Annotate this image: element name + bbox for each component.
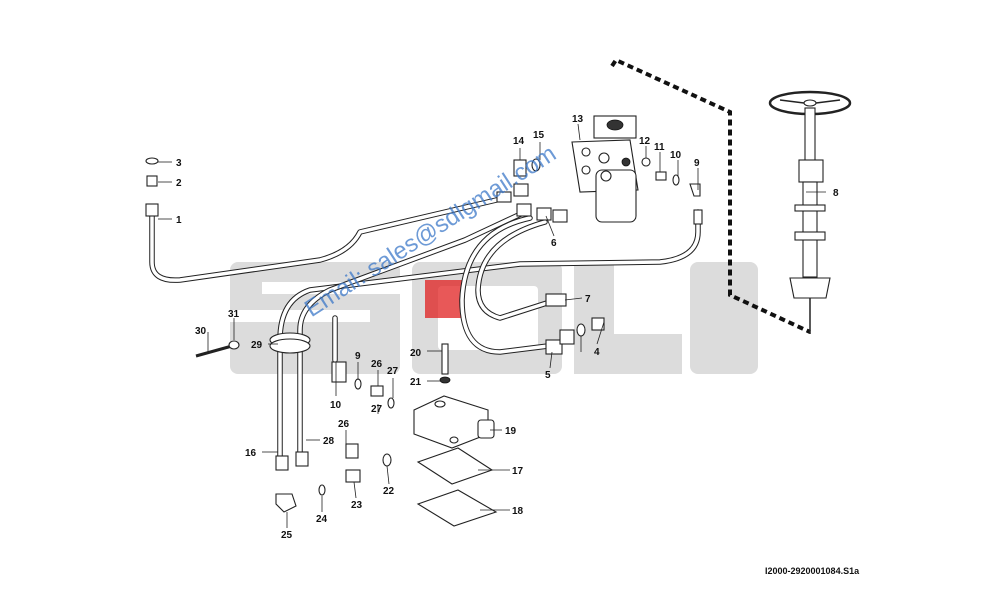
callout-24: 24 <box>316 514 328 525</box>
fittings <box>145 157 703 513</box>
callout-15: 15 <box>533 130 545 141</box>
callout-19: 19 <box>505 426 517 437</box>
callout-10a: 10 <box>670 150 682 161</box>
callout-13: 13 <box>572 114 584 125</box>
drawing-code: I2000-2920001084.S1a <box>765 566 860 576</box>
callout-12: 12 <box>639 136 651 147</box>
callout-17: 17 <box>512 466 524 477</box>
callout-9a: 9 <box>694 158 700 169</box>
callout-25: 25 <box>281 530 293 541</box>
leader-lines <box>158 123 826 528</box>
callout-22: 22 <box>383 486 395 497</box>
callout-4: 4 <box>594 347 600 358</box>
callout-14: 14 <box>513 136 525 147</box>
callout-6: 6 <box>551 238 557 249</box>
callout-27a: 27 <box>387 366 399 377</box>
steering-unit <box>571 115 639 223</box>
callout-28: 28 <box>323 436 335 447</box>
callout-8: 8 <box>833 188 839 199</box>
callout-27b: 27 <box>371 404 383 415</box>
callout-20: 20 <box>410 348 422 359</box>
hoses <box>149 195 701 465</box>
callout-23: 23 <box>351 500 363 511</box>
callout-5: 5 <box>545 370 551 381</box>
callout-16: 16 <box>245 448 257 459</box>
callouts: 1 2 3 4 5 6 7 8 9 10 11 12 13 14 15 16 1… <box>176 114 839 541</box>
callout-3: 3 <box>176 158 182 169</box>
steering-column <box>768 90 852 334</box>
gaskets <box>416 447 498 527</box>
callout-21: 21 <box>410 377 422 388</box>
callout-2: 2 <box>176 178 182 189</box>
callout-26b: 26 <box>338 419 350 430</box>
callout-26a: 26 <box>371 359 383 370</box>
callout-7: 7 <box>585 294 591 305</box>
priority-valve <box>413 395 495 449</box>
callout-9b: 9 <box>355 351 361 362</box>
callout-10b: 10 <box>330 400 342 411</box>
callout-30: 30 <box>195 326 207 337</box>
callout-18: 18 <box>512 506 524 517</box>
callout-11: 11 <box>654 142 665 153</box>
callout-29: 29 <box>251 340 263 351</box>
callout-1: 1 <box>176 215 182 226</box>
callout-31: 31 <box>228 309 240 320</box>
dashed-link <box>610 57 811 334</box>
